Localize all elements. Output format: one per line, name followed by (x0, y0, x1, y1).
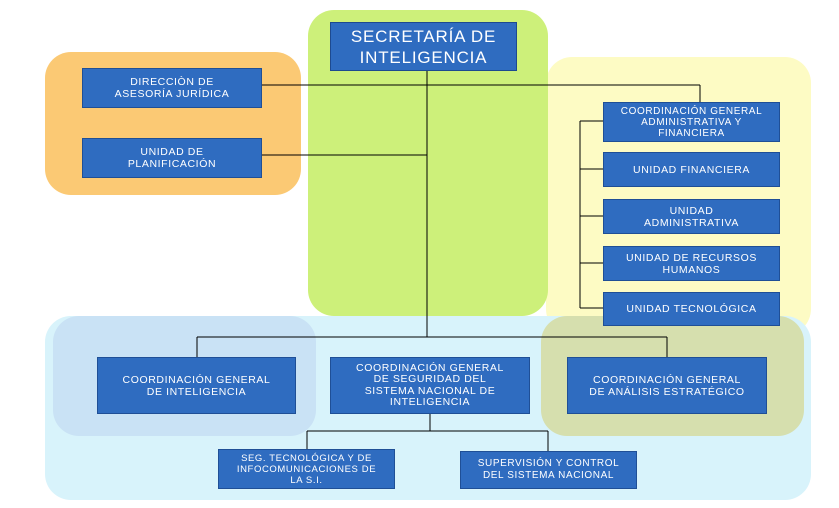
node-secretaria: SECRETARÍA DE INTELIGENCIA (330, 22, 517, 71)
node-coord-analisis: COORDINACIÓN GENERAL DE ANÁLISIS ESTRATÉ… (567, 357, 767, 414)
node-coord-inteligencia: COORDINACIÓN GENERAL DE INTELIGENCIA (97, 357, 296, 414)
node-supervision-control: SUPERVISIÓN Y CONTROL DEL SISTEMA NACION… (460, 451, 637, 489)
node-coord-administrativa: COORDINACIÓN GENERAL ADMINISTRATIVA Y FI… (603, 102, 780, 142)
node-asesoria-juridica: DIRECCIÒN DE ASESORÍA JURÍDICA (82, 68, 262, 108)
node-unidad-financiera: UNIDAD FINANCIERA (603, 152, 780, 187)
node-unidad-administrativa: UNIDAD ADMINISTRATIVA (603, 199, 780, 234)
node-unidad-tecnologica: UNIDAD TECNOLÓGICA (603, 292, 780, 326)
node-unidad-recursos-humanos: UNIDAD DE RECURSOS HUMANOS (603, 246, 780, 281)
node-seg-tecnologica: SEG. TECNOLÓGICA Y DE INFOCOMUNICACIONES… (218, 449, 395, 489)
node-planificacion: UNIDAD DE PLANIFICACIÓN (82, 138, 262, 178)
node-coord-seguridad: COORDINACIÓN GENERAL DE SEGURIDAD DEL SI… (330, 357, 530, 414)
